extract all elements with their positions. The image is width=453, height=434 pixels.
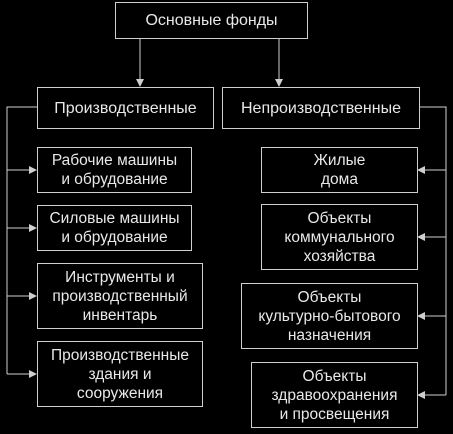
productive-box: Производственные <box>37 87 214 129</box>
productive-spine <box>6 106 37 374</box>
productive-item-box: Рабочие машины и обрудование <box>37 147 192 193</box>
nonproductive-item-box: Объекты здравоохранения и просвещения <box>251 362 418 428</box>
nonproductive-item-label: Объекты культурно-бытового назначения <box>258 288 401 344</box>
root-box: Основные фонды <box>115 2 308 39</box>
productive-item-label: Рабочие машины и обрудование <box>51 152 178 188</box>
nonproductive-item-box: Объекты культурно-бытового назначения <box>241 283 418 349</box>
productive-item-label: Инструменты и производственный инвентарь <box>52 268 188 324</box>
nonproductive-box: Непроизводственные <box>222 87 420 129</box>
nonproductive-label: Непроизводственные <box>240 99 401 117</box>
nonproductive-item-box: Жилые дома <box>261 147 418 193</box>
nonproductive-item-label: Объекты коммунального хозяйства <box>284 209 395 265</box>
productive-item-box: Инструменты и производственный инвентарь <box>37 263 203 329</box>
root-label: Основные фонды <box>145 12 278 29</box>
productive-item-box: Силовые машины и обрудование <box>37 205 192 251</box>
nonproductive-item-label: Объекты здравоохранения и просвещения <box>271 367 398 423</box>
nonproductive-item-label: Жилые дома <box>313 152 366 188</box>
productive-item-box: Производственные здания и сооружения <box>37 341 203 407</box>
nonproductive-item-box: Объекты коммунального хозяйства <box>261 204 418 270</box>
productive-label: Производственные <box>54 99 197 117</box>
nonproductive-spine <box>420 106 447 395</box>
productive-item-label: Силовые машины и обрудование <box>49 210 180 246</box>
productive-item-label: Производственные здания и сооружения <box>51 346 189 402</box>
